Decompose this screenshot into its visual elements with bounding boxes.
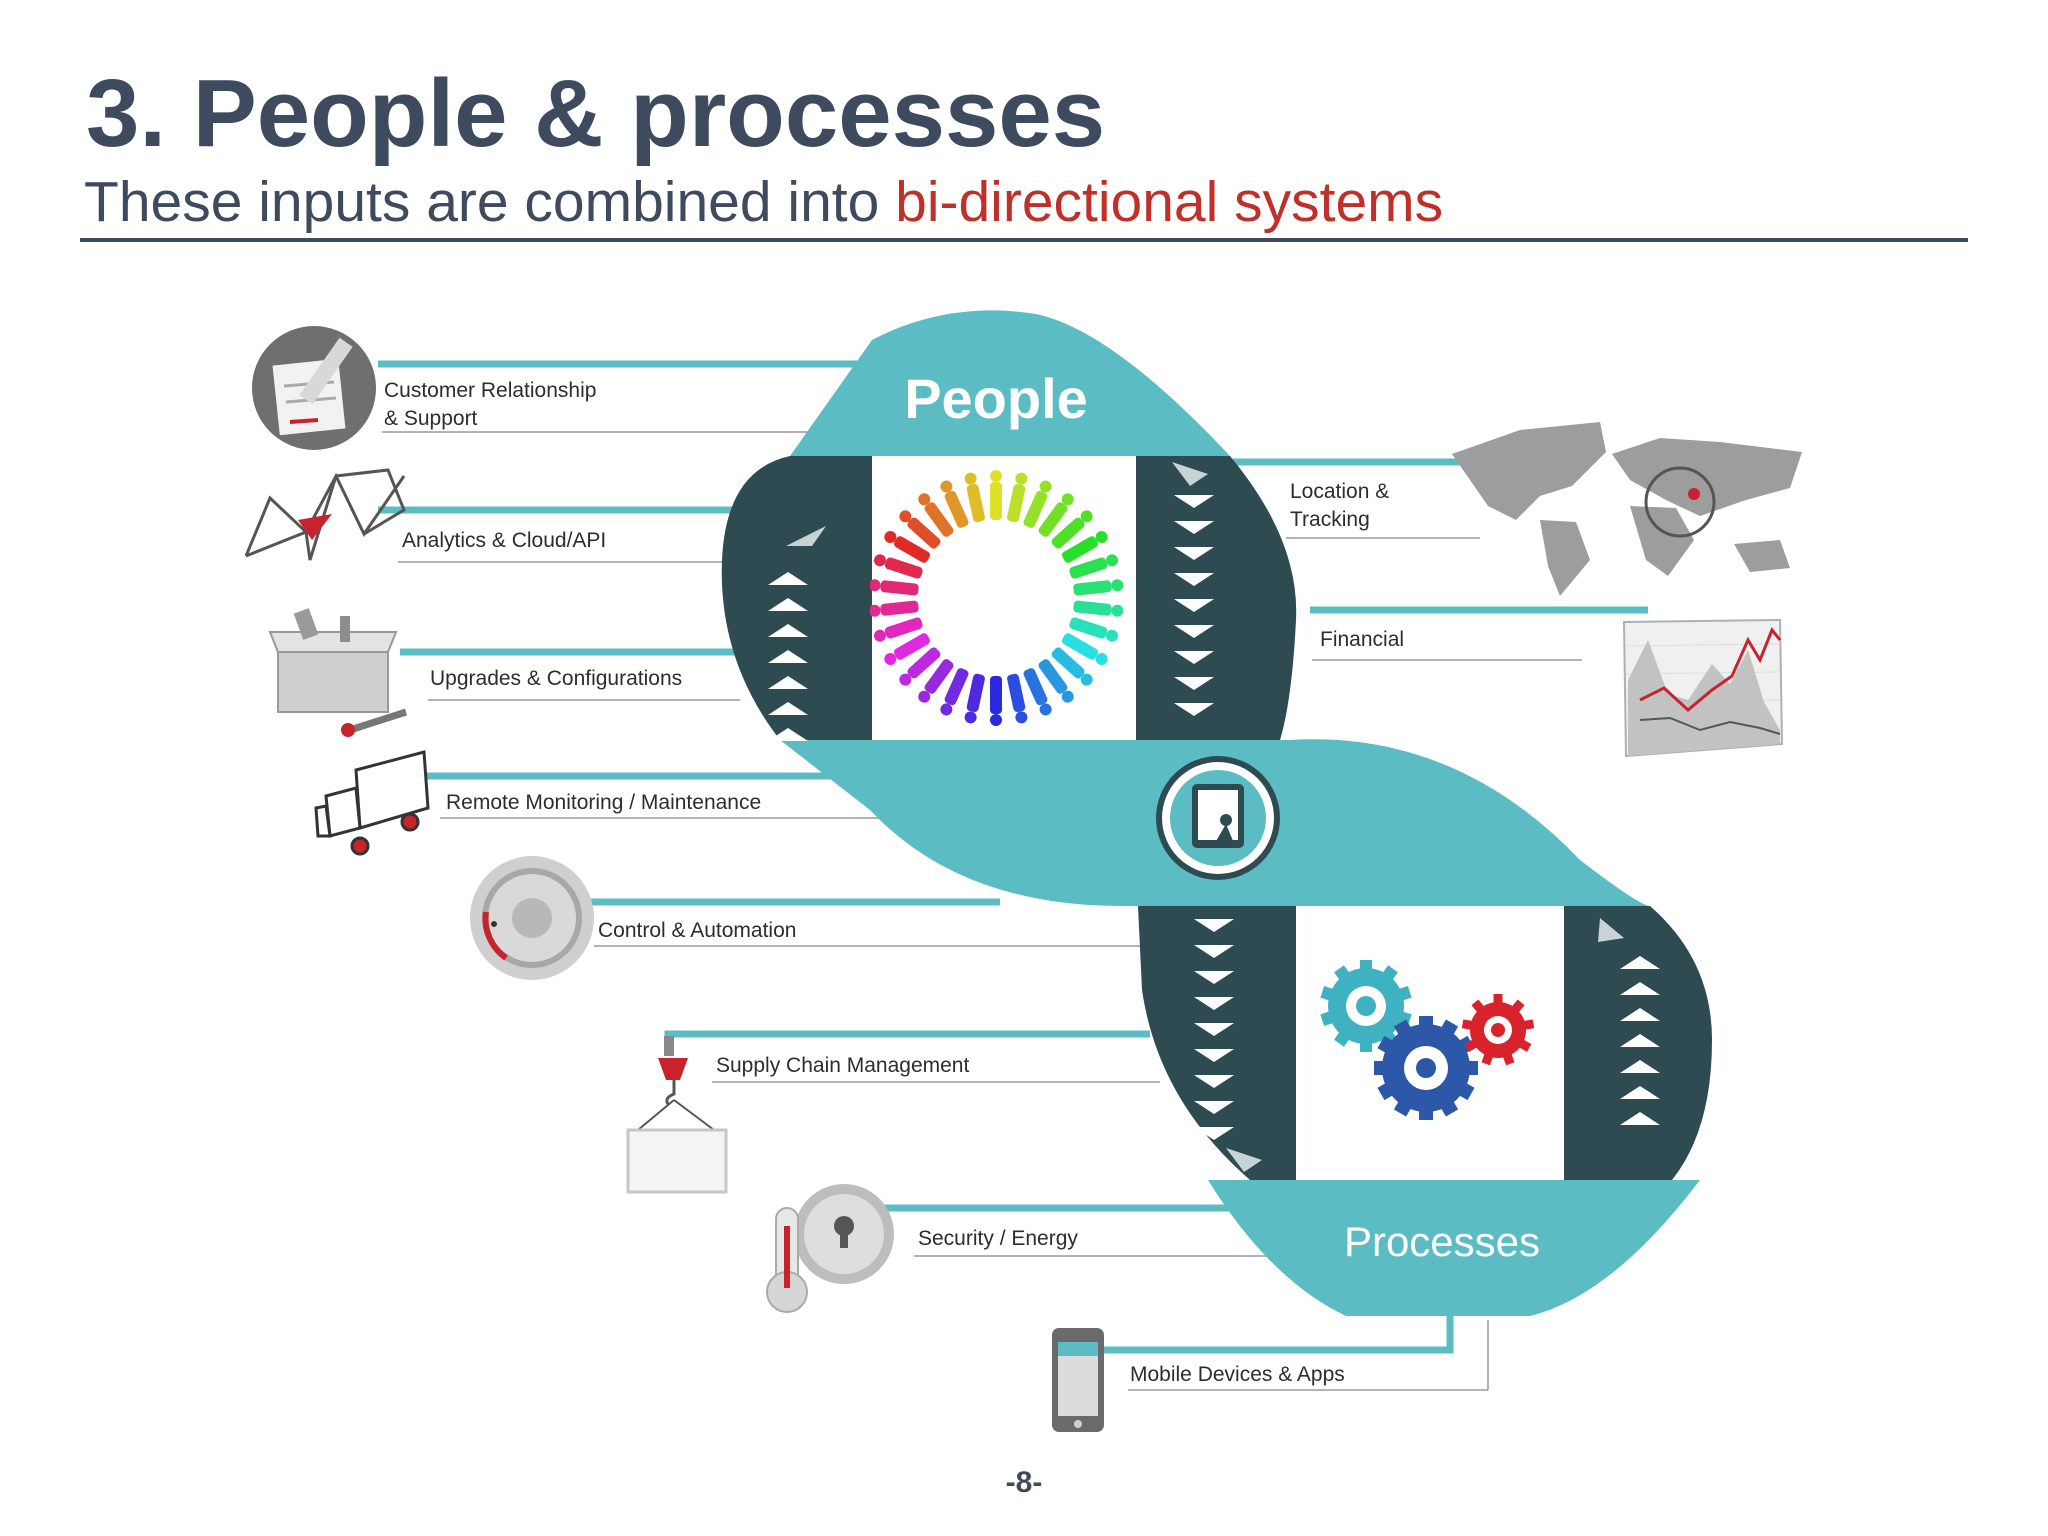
person-figure (1023, 668, 1052, 716)
person-figure (1062, 633, 1108, 665)
network-map-icon (244, 468, 406, 561)
person-figure (940, 480, 969, 528)
people-label: People (904, 367, 1088, 430)
stock-chart-icon (1622, 618, 1784, 758)
smartphone-icon (1052, 1328, 1104, 1432)
processes-down-arrows (1194, 919, 1262, 1172)
person-figure (1038, 493, 1074, 537)
label-control: Control & Automation (598, 919, 796, 942)
people-cap (790, 310, 1230, 456)
processes-up-arrows (1598, 918, 1660, 1125)
person-figure (884, 531, 930, 563)
s-ribbon (721, 310, 1712, 1316)
person-figure (873, 617, 923, 642)
label-location-line2: Tracking (1290, 508, 1370, 531)
gears-icon (1320, 960, 1535, 1120)
person-figure (1062, 531, 1108, 563)
label-customer-relationship-line2: & Support (384, 407, 478, 430)
label-financial: Financial (1320, 628, 1404, 651)
person-figure (1007, 673, 1028, 724)
processes-cap (1208, 1180, 1700, 1316)
person-figure (870, 579, 919, 596)
person-figure (990, 470, 1002, 520)
person-figure (870, 600, 919, 617)
person-figure (884, 633, 930, 665)
label-location: Location & (1290, 480, 1389, 503)
gear-blue (1374, 1016, 1478, 1120)
label-supply-chain: Supply Chain Management (716, 1054, 969, 1077)
person-figure (1073, 600, 1124, 617)
person-figure (1051, 510, 1093, 549)
tablet-hub-icon (1154, 754, 1282, 882)
connector-lines (378, 360, 1648, 1391)
person-figure (1007, 472, 1028, 523)
people-left-band (721, 456, 872, 740)
truck-icon (314, 750, 430, 856)
slide-subtitle: These inputs are combined into bi-direct… (84, 174, 1443, 231)
people-circle-icon (870, 470, 1124, 726)
world-map-icon (1452, 422, 1802, 596)
label-remote-monitoring: Remote Monitoring / Maintenance (446, 791, 761, 814)
label-upgrades: Upgrades & Configurations (430, 667, 682, 690)
person-figure (940, 668, 969, 716)
label-customer-relationship: Customer Relationship (384, 379, 596, 402)
person-figure (899, 647, 941, 686)
person-figure (1023, 480, 1052, 528)
person-figure (1038, 659, 1074, 703)
person-figure (1051, 647, 1093, 686)
person-figure (899, 510, 941, 549)
people-right-band (1136, 456, 1297, 740)
person-figure (918, 493, 954, 537)
subtitle-highlight: bi-directional systems (895, 170, 1444, 234)
toolbox-icon (268, 608, 408, 737)
subtitle-lead: These inputs are combined into (84, 170, 896, 234)
label-mobile: Mobile Devices & Apps (1130, 1363, 1345, 1386)
people-down-arrows (1172, 462, 1214, 716)
people-window (872, 456, 1136, 740)
label-analytics: Analytics & Cloud/API (402, 529, 606, 552)
processes-label: Processes (1344, 1218, 1540, 1265)
people-up-arrows (768, 526, 826, 741)
gear-red (1461, 994, 1535, 1066)
connector-supply-chain (664, 1030, 1150, 1050)
title-rule (80, 238, 1968, 242)
processes-left-band (1138, 906, 1296, 1180)
person-figure (990, 676, 1002, 726)
crane-hook-icon (626, 1036, 728, 1194)
person-figure (964, 472, 985, 523)
lock-thermometer-icon (766, 1184, 894, 1313)
person-figure (1069, 617, 1119, 642)
page-number: -8- (1005, 1466, 1043, 1499)
person-figure (1073, 579, 1124, 596)
person-figure (1069, 554, 1119, 579)
slide-title: 3. People & processes (86, 60, 1106, 167)
person-figure (873, 554, 923, 579)
label-security: Security / Energy (918, 1227, 1078, 1250)
connector-mobile (1090, 1316, 1454, 1354)
dial-knob-icon (470, 856, 594, 980)
clipboard-pencil-icon (252, 326, 376, 450)
person-figure (918, 659, 954, 703)
person-figure (964, 673, 985, 724)
